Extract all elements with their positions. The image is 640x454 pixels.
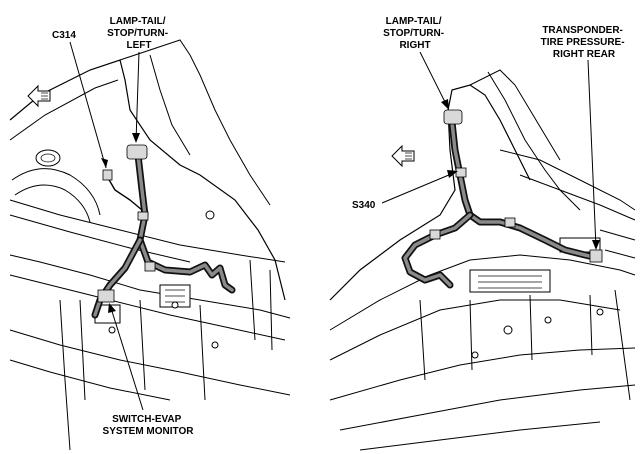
callout-s340: S340 xyxy=(352,170,458,211)
transponder-connector xyxy=(589,249,603,263)
body-access-hole xyxy=(35,149,61,167)
callout-text-lamp-right: LAMP-TAIL/ STOP/TURN- RIGHT xyxy=(383,16,447,51)
evap-switch-connector xyxy=(97,289,115,303)
bolt xyxy=(211,341,219,349)
lamp-connector-right xyxy=(443,109,463,125)
callout-text-lamp-left: LAMP-TAIL/ STOP/TURN- LEFT xyxy=(107,16,171,51)
callout-text-switch-evap: SWITCH-EVAP SYSTEM MONITOR xyxy=(103,414,195,437)
bolt xyxy=(596,308,604,316)
left-wiring-harness xyxy=(91,144,236,319)
bolt xyxy=(171,301,179,309)
callout-lamp-tail-right: LAMP-TAIL/ STOP/TURN- RIGHT xyxy=(383,16,449,110)
callout-text-c314: C314 xyxy=(52,30,76,41)
lamp-connector-left xyxy=(126,144,148,160)
s340-splice xyxy=(455,167,467,178)
bolt xyxy=(544,316,552,324)
callout-text-transponder: TRANSPONDER- TIRE PRESSURE- RIGHT REAR xyxy=(541,25,628,60)
callout-text-s340: S340 xyxy=(352,200,376,211)
right-vehicle-body xyxy=(329,69,636,451)
bolt xyxy=(503,325,513,335)
callout-switch-evap: SWITCH-EVAP SYSTEM MONITOR xyxy=(103,303,195,437)
forward-arrow-icon xyxy=(27,84,51,108)
right-wiring-harness xyxy=(401,109,603,289)
right-view: LAMP-TAIL/ STOP/TURN- RIGHT TRANSPONDER-… xyxy=(329,16,636,451)
bolt xyxy=(108,326,116,334)
callout-lamp-tail-left: LAMP-TAIL/ STOP/TURN- LEFT xyxy=(107,16,171,143)
left-vehicle-body xyxy=(9,39,291,451)
forward-arrow-icon xyxy=(391,144,415,168)
c314-connector xyxy=(102,169,113,181)
bolt xyxy=(205,210,215,220)
callout-c314: C314 xyxy=(52,30,108,169)
callout-transponder: TRANSPONDER- TIRE PRESSURE- RIGHT REAR xyxy=(541,25,628,250)
left-view: C314 LAMP-TAIL/ STOP/TURN- LEFT SWITCH-E… xyxy=(9,16,291,451)
cross-member xyxy=(469,269,551,293)
bolt xyxy=(471,351,479,359)
